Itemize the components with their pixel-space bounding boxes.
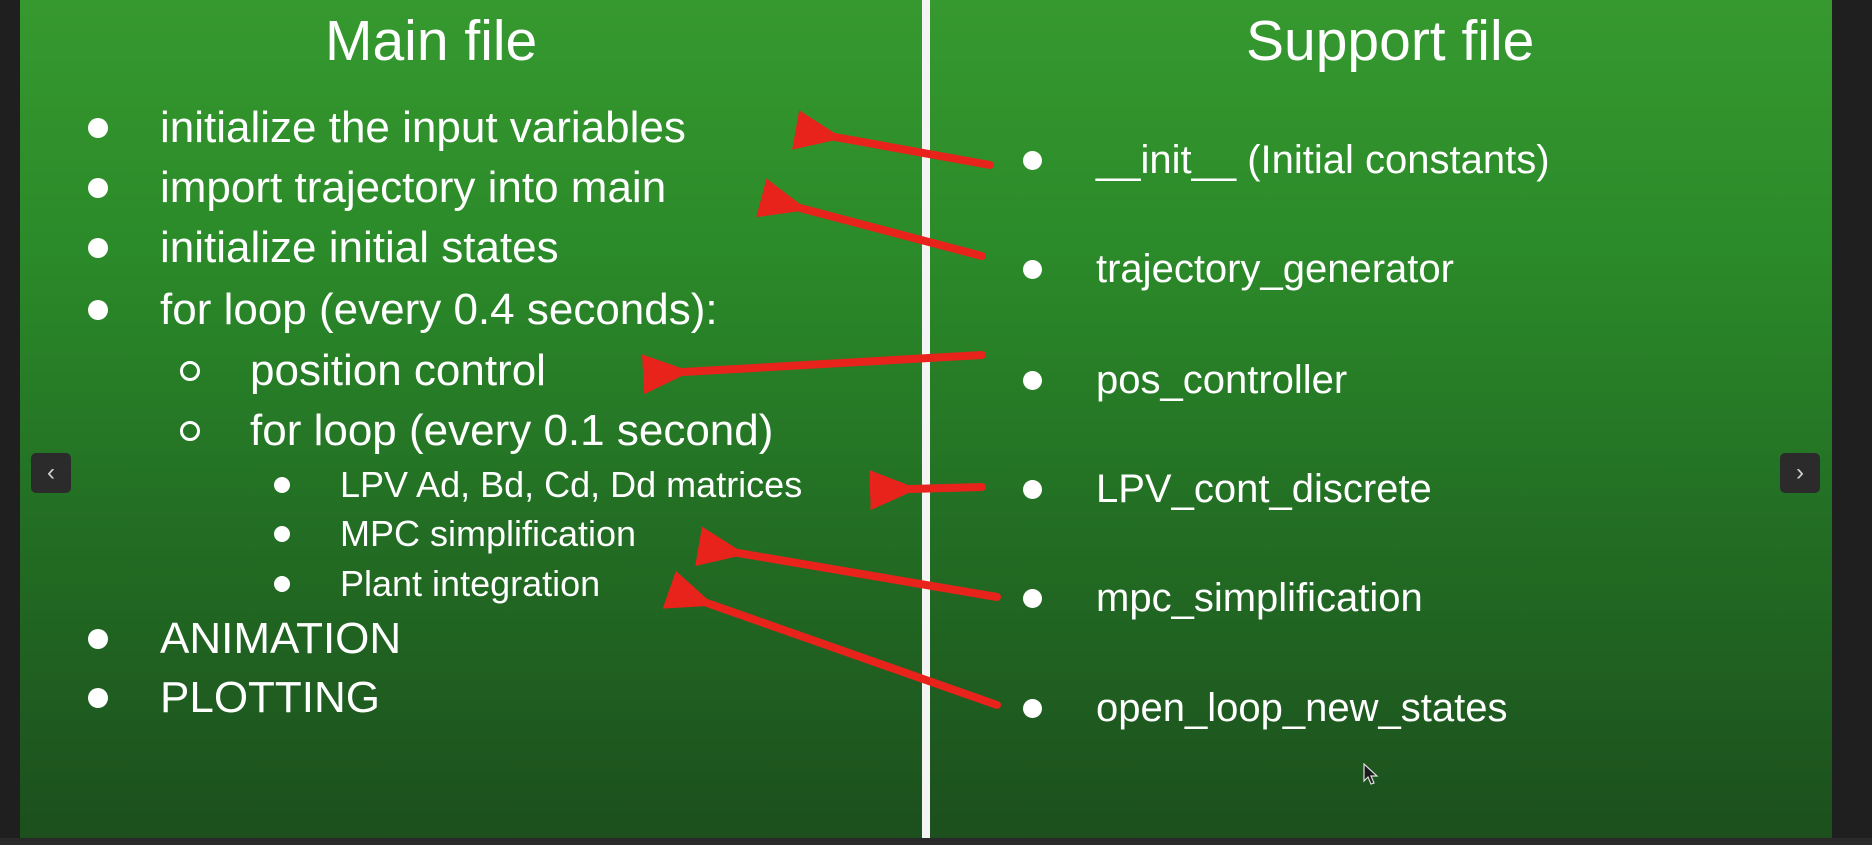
main-item-label: initialize initial states (160, 223, 559, 272)
support-item-label: pos_controller (1096, 358, 1348, 402)
bullet-icon (88, 238, 108, 258)
main-item-outer-loop: for loop (every 0.4 seconds): (88, 282, 718, 338)
support-file-title: Support file (1246, 9, 1535, 73)
main-item-label: for loop (every 0.4 seconds): (160, 285, 718, 334)
arrow-open-loop-to-plant-integration (662, 570, 1001, 709)
main-item-label: Plant integration (340, 563, 601, 604)
support-item-pos-controller: pos_controller (1023, 354, 1347, 406)
main-item-label: MPC simplification (340, 513, 637, 554)
main-item-plotting: PLOTTING (88, 670, 380, 726)
support-item-trajectory-generator: trajectory_generator (1023, 243, 1454, 295)
chevron-right-icon: › (1796, 459, 1804, 486)
slide: Main file Support file initialize the in… (20, 0, 1832, 838)
main-item-label: import trajectory into main (160, 163, 667, 212)
main-item-inner-loop: for loop (every 0.1 second) (180, 403, 773, 459)
bullet-icon (274, 526, 290, 542)
main-file-title: Main file (325, 9, 538, 73)
chevron-left-icon: ‹ (47, 459, 55, 486)
support-item-lpv-cont-discrete: LPV_cont_discrete (1023, 463, 1432, 515)
bullet-icon (1023, 479, 1042, 499)
bullet-icon (88, 300, 108, 320)
hollow-bullet-icon (180, 421, 200, 441)
bottom-bar (0, 838, 1872, 845)
support-item-mpc-simplification: mpc_simplification (1023, 572, 1423, 624)
main-item-label: PLOTTING (160, 673, 381, 722)
next-slide-button[interactable]: › (1780, 453, 1820, 493)
support-item-label: open_loop_new_states (1096, 686, 1508, 730)
bullet-icon (88, 118, 108, 138)
arrow-mpc-to-mpc-simplification (695, 526, 1001, 601)
bullet-icon (1023, 259, 1042, 279)
mouse-cursor-icon (1363, 763, 1379, 785)
main-item-label: position control (250, 346, 546, 395)
main-item-mpc-simplification: MPC simplification (274, 511, 636, 557)
main-item-animation: ANIMATION (88, 611, 401, 667)
bullet-icon (88, 178, 108, 198)
bullet-icon (1023, 698, 1042, 718)
support-item-label: __init__ (Initial constants) (1096, 138, 1550, 182)
main-item-plant-integration: Plant integration (274, 561, 600, 607)
bullet-icon (1023, 588, 1042, 608)
main-item-import-trajectory: import trajectory into main (88, 160, 666, 216)
arrow-pos-controller-to-position-control (641, 351, 986, 395)
support-item-init: __init__ (Initial constants) (1023, 134, 1550, 186)
support-item-open-loop-new-states: open_loop_new_states (1023, 682, 1507, 734)
main-item-position-control: position control (180, 343, 546, 399)
arrow-lpv-to-matrices (869, 470, 986, 511)
main-item-lpv-matrices: LPV Ad, Bd, Cd, Dd matrices (274, 462, 802, 508)
column-divider (922, 0, 930, 838)
main-item-label: LPV Ad, Bd, Cd, Dd matrices (340, 464, 803, 505)
prev-slide-button[interactable]: ‹ (31, 453, 71, 493)
support-item-label: mpc_simplification (1096, 576, 1423, 620)
bullet-icon (88, 629, 108, 649)
bullet-icon (88, 688, 108, 708)
main-item-label: ANIMATION (160, 614, 402, 663)
hollow-bullet-icon (180, 361, 200, 381)
main-item-label: for loop (every 0.1 second) (250, 406, 774, 455)
bullet-icon (1023, 150, 1042, 170)
main-item-label: initialize the input variables (160, 103, 686, 152)
arrow-init-to-input-variables (792, 110, 994, 169)
bullet-icon (274, 477, 290, 493)
arrow-trajectory-to-import (756, 178, 986, 260)
support-item-label: trajectory_generator (1096, 247, 1454, 291)
support-item-label: LPV_cont_discrete (1096, 467, 1432, 511)
main-item-init-states: initialize initial states (88, 220, 559, 276)
main-item-init-input: initialize the input variables (88, 100, 686, 156)
bullet-icon (274, 576, 290, 592)
bullet-icon (1023, 370, 1042, 390)
